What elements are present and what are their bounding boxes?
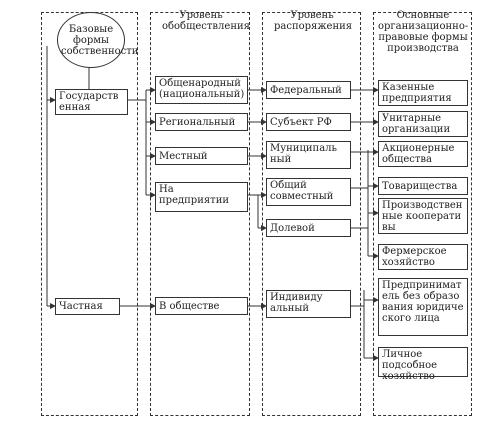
socialization-local: Местный — [155, 147, 248, 165]
disposal-federal-text: Федеральный — [270, 84, 342, 96]
ownership-header-text: Базовые формы собственности — [61, 23, 139, 57]
socialization-society: В обществе — [155, 297, 248, 315]
legal-partnerships-text: Товарищества — [382, 180, 458, 192]
column-disposal — [262, 12, 361, 416]
disposal-header: Уровень распоряжения — [274, 10, 353, 32]
socialization-regional-text: Региональный — [159, 116, 236, 128]
legal-joint-stock-text: Акционерные общества — [382, 143, 455, 165]
disposal-shared: Долевой — [266, 219, 351, 237]
disposal-federal: Федеральный — [266, 81, 351, 99]
legal-entrepreneur: Предприниматель без образования юридичес… — [378, 278, 468, 336]
disposal-subject: Субъект РФ — [266, 113, 351, 131]
legal-entrepreneur-text: Предприниматель без образования юридичес… — [382, 280, 464, 324]
socialization-header: Уровень обобществления — [162, 10, 250, 32]
disposal-joint-text: Общий совместный — [270, 180, 334, 202]
disposal-individual: Индивидуальный — [266, 290, 351, 318]
legal-farm: Фермерское хозяйство — [378, 244, 468, 270]
legal-unitary-text: Унитарные организации — [382, 113, 451, 135]
legal-partnerships: Товарищества — [378, 177, 468, 195]
socialization-society-text: В обществе — [159, 300, 220, 312]
legal-unitary: Унитарные организации — [378, 111, 468, 137]
disposal-joint: Общий совместный — [266, 178, 351, 206]
socialization-local-text: Местный — [159, 150, 208, 162]
ownership-header: Базовые формы собственности — [57, 12, 139, 68]
ownership-private: Частная — [55, 298, 120, 315]
disposal-municipal-text: Муниципальный — [270, 143, 337, 165]
disposal-shared-text: Долевой — [270, 222, 315, 234]
legal-farm-text: Фермерское хозяйство — [382, 246, 447, 268]
legal-household-text: Личное подсобное хозяйство — [382, 349, 438, 382]
legal-household: Личное подсобное хозяйство — [378, 347, 468, 382]
ownership-private-text: Частная — [59, 301, 103, 312]
legal-state-enterprises-text: Казенные предприятия — [382, 82, 452, 104]
socialization-regional: Региональный — [155, 113, 248, 131]
legal-joint-stock: Акционерные общества — [378, 141, 468, 167]
socialization-enterprise-text: На предприятии — [159, 184, 230, 206]
column-socialization — [150, 12, 250, 416]
socialization-national-text: Общенародный (национальный) — [159, 78, 245, 100]
legal-forms-header: Основные организационно-правовые формы п… — [378, 10, 469, 54]
legal-cooperatives: Производственные кооперативы — [378, 198, 468, 234]
disposal-subject-text: Субъект РФ — [270, 116, 332, 128]
ownership-state: Государственная — [55, 89, 128, 115]
legal-cooperatives-text: Производственные кооперативы — [382, 200, 463, 233]
disposal-individual-text: Индивидуальный — [270, 292, 323, 314]
socialization-national: Общенародный (национальный) — [155, 76, 248, 104]
ownership-state-text: Государственная — [59, 91, 119, 113]
disposal-municipal: Муниципальный — [266, 141, 351, 169]
socialization-enterprise: На предприятии — [155, 182, 248, 212]
legal-state-enterprises: Казенные предприятия — [378, 80, 468, 106]
